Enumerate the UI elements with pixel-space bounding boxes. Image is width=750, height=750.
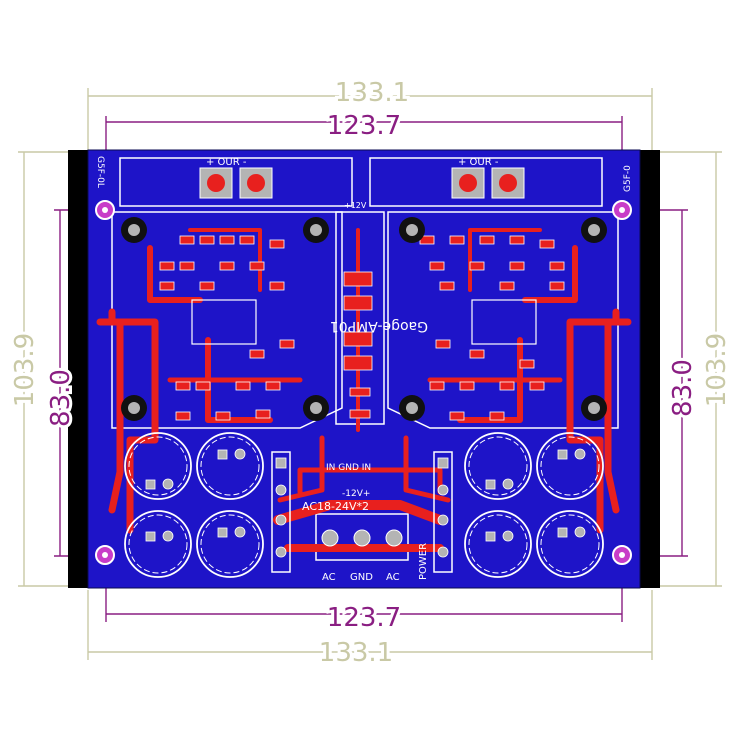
- smd-parts-right: [419, 235, 565, 421]
- power-label: POWER: [418, 543, 429, 580]
- capacitors-left: [124, 432, 264, 578]
- capacitors-right: [464, 432, 604, 578]
- top-voltage-label: +12V: [344, 201, 367, 210]
- outer-width-bottom-label: 133.1: [319, 638, 393, 668]
- smd-parts-left: [159, 235, 295, 421]
- board-edge-left: [68, 150, 88, 588]
- outer-height-left-label: 103.9: [10, 333, 40, 407]
- outer-dimension-lines: [18, 88, 722, 660]
- ac-left-label: AC: [322, 572, 336, 583]
- silk-outlines: [111, 157, 619, 561]
- transistor-pads: [121, 217, 607, 421]
- mid-connector-label: IN GND IN: [326, 463, 371, 473]
- outer-height-right-label: 103.9: [702, 333, 732, 407]
- ic-outlines: [191, 299, 537, 345]
- board-model-label: Gaoge-AMP01: [330, 318, 428, 334]
- mounting-holes: [95, 200, 632, 565]
- ac-gnd-label: GND: [350, 572, 373, 583]
- rectifier-blocks: [271, 451, 453, 573]
- right-input-label: + OUR -: [458, 157, 499, 168]
- ac-connector: [321, 529, 403, 547]
- left-side-code: G5F-0L: [95, 156, 105, 188]
- left-input-label: + OUR -: [206, 157, 247, 168]
- input-connector-right: [451, 167, 525, 199]
- right-side-code: G5F-0: [623, 165, 633, 192]
- ac-spec-label: AC18-24V*2: [302, 500, 369, 513]
- outer-width-top-label: 133.1: [335, 78, 409, 108]
- inner-width-bottom-label: 123.7: [327, 603, 401, 633]
- input-connector-left: [199, 167, 273, 199]
- inner-width-top-label: 123.7: [327, 111, 401, 141]
- smd-parts-center: [343, 271, 373, 419]
- board-edge-right: [640, 150, 660, 588]
- capacitor-pins: [145, 448, 586, 542]
- inner-height-left-label: 83.0: [46, 369, 76, 427]
- inner-height-right-label: 83.0: [668, 359, 698, 417]
- ac-right-label: AC: [386, 572, 400, 583]
- rectifier-pins: [275, 457, 449, 558]
- mid-voltage-label: -12V+: [342, 489, 370, 499]
